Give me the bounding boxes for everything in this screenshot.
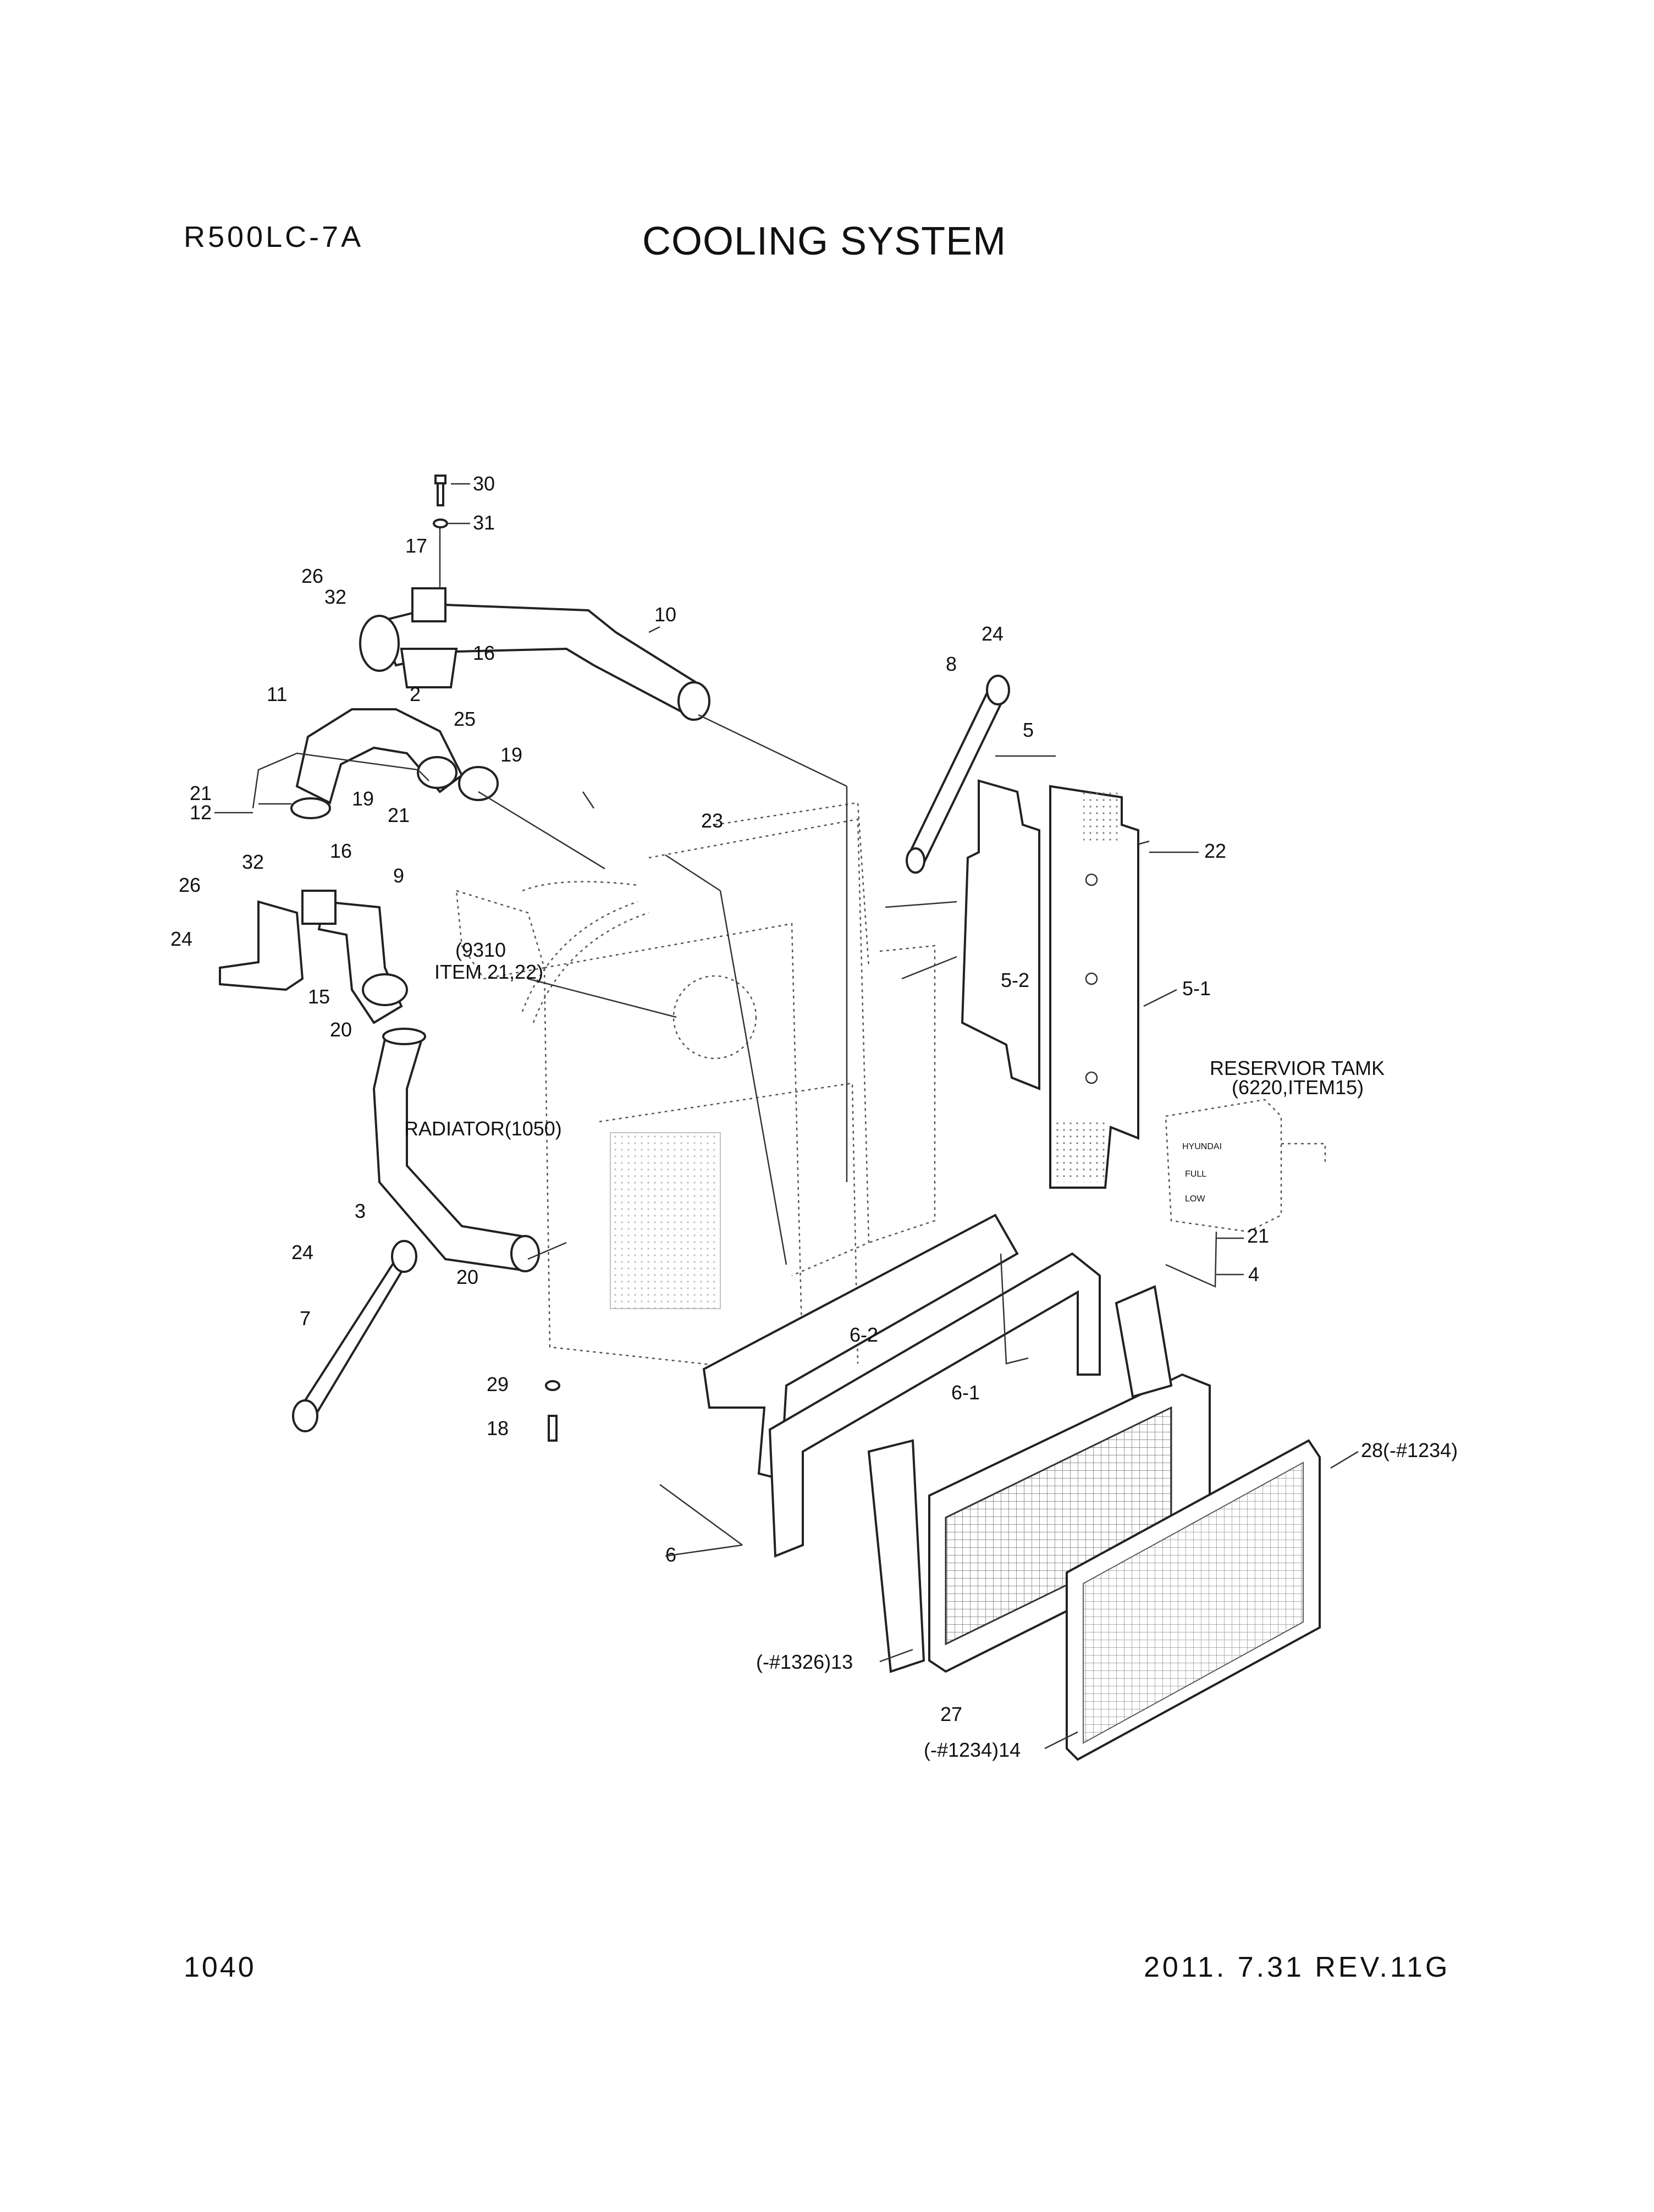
bolt-30 [433,475,448,528]
rod-8 [906,675,1010,874]
screen-14 [1066,1439,1321,1761]
callout-10: 10 [654,603,676,626]
elbow-hose-9 [301,890,408,1024]
bolt-18 [545,1380,560,1442]
tank-full-label: FULL [1185,1170,1206,1179]
callout-7: 7 [300,1307,311,1330]
callout-21: 21 [388,804,410,826]
callout-21: 21 [190,782,212,804]
callout-5-2: 5-2 [1001,969,1029,991]
callout-6-2: 6-2 [850,1323,878,1346]
callout-11: 11 [267,683,287,705]
page-number: 1040 [184,1951,256,1983]
callout-15: 15 [308,985,330,1008]
reservoir-ref-label: RESERVIOR TAMK [1210,1057,1385,1079]
pipe-4 [1165,1231,1217,1288]
callout-22: 22 [1204,840,1226,862]
callout-25: 25 [454,708,476,730]
page-title: COOLING SYSTEM [642,219,1007,263]
plate-5-2 [961,779,1040,1090]
frame-6 [702,1213,1101,1558]
callout-16: 16 [330,840,352,862]
model-number: R500LC-7A [184,220,364,253]
callout-14: (-#1234)14 [924,1739,1021,1761]
callout-9: 9 [393,864,404,887]
callout-24: 24 [291,1241,313,1264]
callout-2: 2 [410,683,421,705]
intercooler-hose-ref [455,881,649,1023]
tank-low-label: LOW [1185,1194,1205,1204]
reservoir-ref-label: (6220,ITEM15) [1232,1076,1364,1099]
callout-20: 20 [456,1266,478,1288]
radiator-ref-label: RADIATOR(1050) [404,1117,562,1140]
callout-5-1: 5-1 [1182,977,1211,1000]
callout-13: (-#1326)13 [756,1651,853,1673]
hose-3 [372,1028,540,1272]
tank-brand-label: HYUNDAI [1182,1142,1222,1151]
callout-29: 29 [487,1373,509,1395]
callout-20: 20 [330,1018,352,1041]
intercooler-ref-label: ITEM 21,22) [434,961,543,983]
callout-32: 32 [242,851,264,873]
plate-5-1 [1049,785,1139,1189]
callout-6-1: 6-1 [951,1381,980,1404]
callout-27: 27 [940,1703,962,1725]
rod-7 [292,1240,417,1432]
callout-32: 32 [324,586,346,608]
callout-labels: 30 31 17 26 32 10 16 11 2 25 19 21 19 12… [170,472,1458,1761]
callout-21: 21 [1247,1224,1269,1247]
intercooler-ref-label: (9310 [455,939,506,961]
reservoir-tank [1165,1099,1326,1233]
bracket-15 [219,900,304,991]
callout-30: 30 [473,472,495,495]
callout-8: 8 [946,653,957,675]
callout-31: 31 [473,511,495,534]
callout-18: 18 [487,1417,509,1439]
callout-19: 19 [352,787,374,810]
revision-date: 2011. 7.31 REV.11G [1144,1951,1451,1983]
callout-3: 3 [355,1200,366,1222]
callout-16: 16 [473,642,495,664]
radiator-core-13 [867,1285,1211,1673]
callout-24: 24 [982,622,1004,645]
leader-lines [478,714,1150,1265]
hose-2 [290,708,499,819]
callout-24: 24 [170,928,192,950]
callout-26: 26 [179,874,201,896]
callout-4: 4 [1248,1263,1259,1286]
callout-26: 26 [301,565,323,587]
pipe-11 [252,752,429,809]
radiator-ghost [543,802,936,1376]
callout-23: 23 [701,809,723,832]
callout-12: 12 [190,801,212,824]
callout-17: 17 [405,534,427,557]
callout-28: 28(-#1234) [1361,1439,1458,1461]
callout-19: 19 [500,743,522,766]
callout-5: 5 [1023,719,1034,741]
callout-leaders [214,483,1359,1750]
bracket-17 [400,528,458,688]
